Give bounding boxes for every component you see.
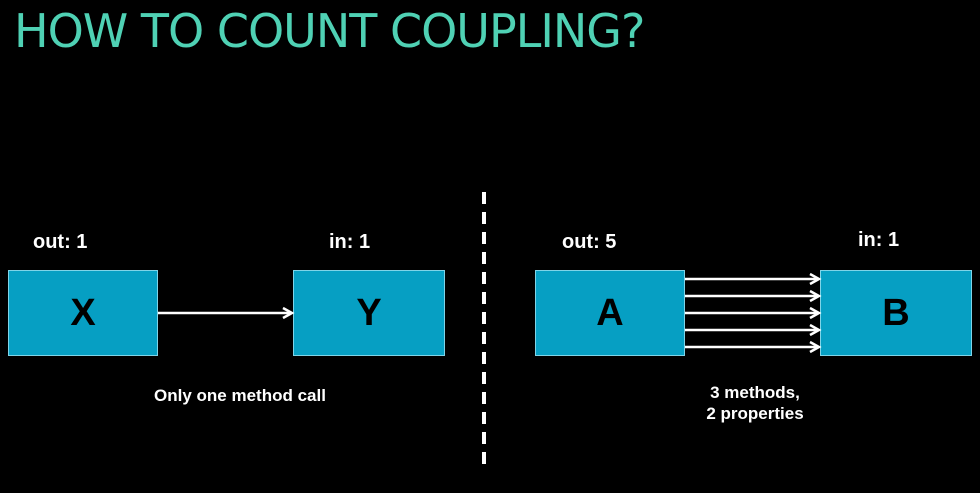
right-arrow xyxy=(685,306,822,320)
right-arrow xyxy=(685,289,822,303)
left-arrow-group xyxy=(158,306,295,320)
right-arrow-group xyxy=(685,272,822,354)
right-out-label: out: 5 xyxy=(562,231,617,253)
left-caption: Only one method call xyxy=(154,386,326,405)
slide-title: HOW TO COUNT COUPLING? xyxy=(14,4,645,58)
right-in-label: in: 1 xyxy=(858,229,900,251)
box-a: A xyxy=(535,270,685,356)
left-in-label: in: 1 xyxy=(329,231,371,253)
left-arrow xyxy=(158,306,295,320)
box-b: B xyxy=(820,270,972,356)
box-x: X xyxy=(8,270,158,356)
right-caption-line-2: 2 properties xyxy=(706,404,804,423)
right-arrow xyxy=(685,340,822,354)
right-caption-line-1: 3 methods, xyxy=(710,383,800,402)
left-out-label: out: 1 xyxy=(33,231,88,253)
right-arrow xyxy=(685,272,822,286)
right-caption: 3 methods, 2 properties xyxy=(655,382,855,424)
right-arrow xyxy=(685,323,822,337)
box-y: Y xyxy=(293,270,445,356)
